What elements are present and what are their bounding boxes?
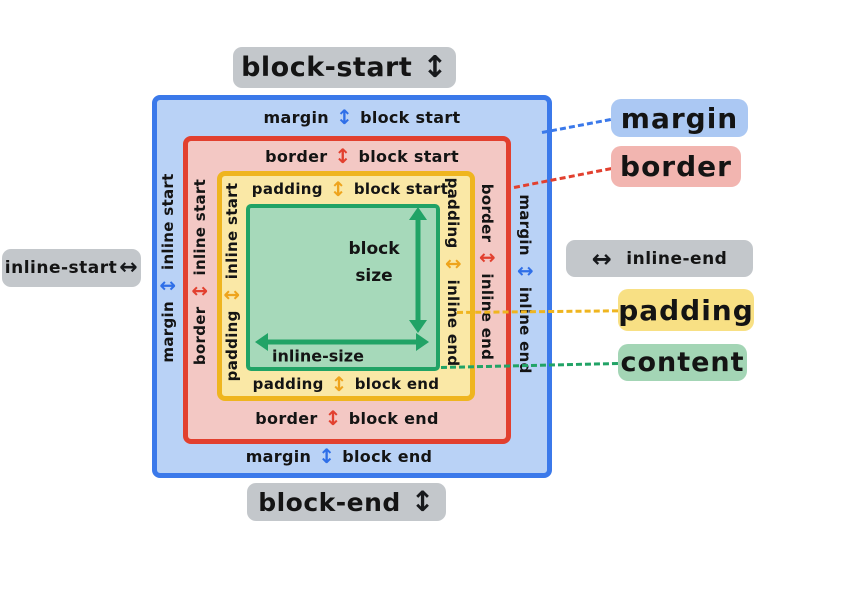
legend-padding-pill: padding	[618, 289, 754, 331]
inline-size-label: inline-size	[272, 347, 364, 366]
border-inline-end-label: border ↕ inline end	[475, 183, 499, 361]
block-end-pill: block-end ↕	[247, 483, 446, 521]
inline-axis-arrow-icon: ↕	[441, 255, 465, 273]
inline-axis-arrow-icon: ↕	[475, 249, 499, 267]
padding-inline-end-label: padding ↕ inline end	[441, 177, 465, 367]
edge-area-text: border	[478, 183, 496, 243]
block-axis-arrow-icon: ↕	[422, 49, 448, 85]
block-axis-arrow-icon: ↕	[334, 144, 352, 168]
block-axis-arrow-icon: ↕	[336, 105, 354, 129]
block-size-line2: size	[355, 266, 393, 286]
edge-area-text: padding	[223, 310, 241, 382]
edge-side-text: block end	[354, 375, 440, 393]
inline-end-pill: ↔ inline-end	[566, 240, 753, 277]
block-size-line1: block	[348, 238, 400, 259]
edge-side-text: inline start	[191, 178, 209, 276]
edge-area-text: border	[265, 146, 328, 166]
legend-padding-text: padding	[618, 293, 754, 327]
edge-side-text: inline end	[444, 279, 462, 367]
legend-border-pill: border	[611, 146, 741, 187]
legend-content-pill: content	[618, 344, 747, 381]
inline-axis-arrow-icon: ↕	[156, 277, 180, 295]
border-block-start-label: border ↕ block start	[265, 146, 459, 166]
legend-margin-text: margin	[620, 101, 739, 135]
block-axis-arrow-icon: ↕	[410, 485, 435, 518]
padding-inline-start-label: padding ↕ inline start	[220, 182, 244, 382]
inline-axis-arrow-icon: ↔	[591, 244, 613, 273]
inline-axis-arrow-icon: ↕	[513, 262, 537, 280]
margin-inline-start-label: margin ↕ inline start	[156, 173, 180, 363]
block-size-arrow-icon	[409, 207, 427, 333]
edge-area-text: margin	[159, 301, 177, 363]
inline-axis-arrow-icon: ↕	[188, 282, 212, 300]
padding-block-end-label: padding ↕ block end	[253, 374, 440, 394]
legend-content-text: content	[620, 347, 745, 378]
block-axis-arrow-icon: ↕	[324, 406, 342, 430]
inline-axis-arrow-icon: ↕	[220, 286, 244, 304]
legend-margin-pill: margin	[611, 99, 748, 137]
block-start-pill: block-start ↕	[233, 47, 456, 88]
edge-side-text: inline end	[516, 286, 534, 374]
inline-start-pill: inline-start ↔	[2, 249, 141, 287]
inline-size-arrow-icon	[255, 333, 429, 351]
inline-axis-arrow-icon: ↔	[119, 255, 139, 280]
block-axis-arrow-icon: ↕	[318, 444, 336, 468]
edge-side-text: block start	[360, 107, 461, 127]
padding-block-start-label: padding ↕ block start	[252, 179, 448, 199]
border-block-end-label: border ↕ block end	[255, 408, 438, 428]
edge-side-text: inline end	[478, 273, 496, 361]
border-inline-start-label: border ↕ inline start	[188, 178, 212, 366]
margin-block-start-label: margin ↕ block start	[264, 107, 461, 127]
margin-block-end-label: margin ↕ block end	[246, 446, 433, 466]
edge-area-text: border	[191, 306, 209, 366]
inline-start-text: inline-start	[4, 258, 118, 278]
legend-border-text: border	[620, 150, 732, 183]
edge-area-text: padding	[444, 177, 462, 249]
block-axis-arrow-icon: ↕	[330, 372, 348, 396]
inline-size-text: inline-size	[272, 346, 364, 366]
edge-side-text: inline start	[223, 182, 241, 280]
block-axis-arrow-icon: ↕	[329, 177, 347, 201]
margin-inline-end-label: margin ↕ inline end	[513, 194, 537, 374]
edge-side-text: inline start	[159, 173, 177, 270]
edge-area-text: margin	[263, 107, 329, 127]
inline-end-text: inline-end	[626, 248, 728, 269]
edge-area-text: margin	[516, 194, 534, 256]
edge-area-text: padding	[251, 180, 323, 198]
block-start-text: block-start	[241, 52, 413, 83]
edge-side-text: block end	[348, 408, 439, 428]
edge-area-text: border	[255, 408, 318, 428]
margin-connector-line	[541, 118, 612, 134]
edge-side-text: block end	[342, 446, 433, 466]
edge-area-text: padding	[252, 375, 324, 393]
block-end-text: block-end	[258, 487, 401, 517]
edge-side-text: block start	[358, 146, 459, 166]
block-size-label: block size	[348, 236, 399, 290]
edge-side-text: block start	[353, 180, 449, 198]
edge-area-text: margin	[245, 446, 312, 466]
